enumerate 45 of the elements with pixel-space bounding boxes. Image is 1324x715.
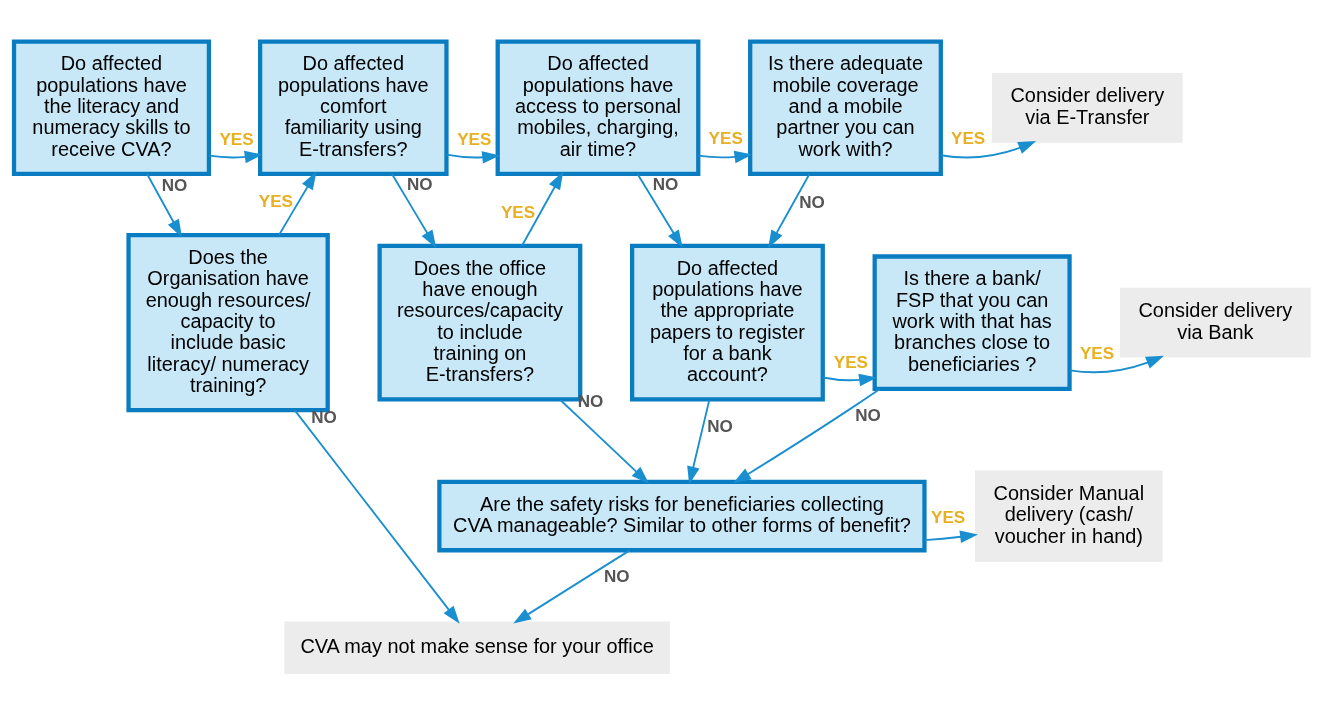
edge-label: NO bbox=[855, 406, 881, 426]
arrow bbox=[293, 409, 460, 624]
arrow bbox=[445, 151, 501, 164]
node-box: Are the safety risks for beneficiaries collecting CVA manageable? Similar to other forms of benefit? bbox=[437, 479, 927, 553]
edge-label: NO bbox=[604, 567, 630, 587]
edge-label: NO bbox=[161, 175, 188, 195]
edge-label: YES bbox=[500, 202, 536, 222]
arrow bbox=[391, 173, 437, 249]
arrow bbox=[940, 141, 1037, 159]
arrow bbox=[208, 150, 263, 164]
arrow bbox=[278, 171, 317, 236]
node-box: Is there adequate mobile coverage and a mobile partner you can work with? bbox=[748, 39, 943, 177]
node-box: CVA may not make sense for your office bbox=[284, 621, 670, 674]
node-box: Do affected populations have access to personal mobiles, charging, air time? bbox=[495, 39, 701, 177]
edge-label: YES bbox=[258, 191, 293, 211]
arrow bbox=[733, 388, 881, 484]
edge-label: YES bbox=[931, 508, 966, 528]
arrow bbox=[768, 173, 811, 249]
node-box: Do affected populations have comfort familiarity using E-transfers? bbox=[258, 39, 449, 177]
edge-label: YES bbox=[219, 129, 254, 149]
node-box: Do affected populations have the literacy and numeracy skills to receive CVA? bbox=[11, 39, 212, 177]
edge-label: YES bbox=[457, 129, 492, 149]
arrow bbox=[822, 373, 878, 387]
edge-label: YES bbox=[951, 129, 986, 149]
node-box: Consider delivery via E-Transfer bbox=[992, 73, 1183, 143]
edge-label: YES bbox=[1079, 343, 1115, 363]
arrow bbox=[513, 549, 631, 624]
arrow bbox=[697, 150, 753, 164]
arrow bbox=[521, 171, 564, 247]
edge-label: NO bbox=[707, 417, 733, 437]
edge-label: NO bbox=[799, 193, 825, 213]
node-box: Consider delivery via Bank bbox=[1120, 287, 1311, 358]
arrow bbox=[559, 399, 650, 484]
arrow bbox=[923, 530, 979, 544]
node-box: Is there a bank/ FSP that you can work with that has branches close to beneficiaries ? bbox=[872, 254, 1072, 391]
edge-label: NO bbox=[652, 174, 679, 194]
arrow bbox=[636, 173, 683, 249]
node-box: Do affected populations have the appropriate papers to register for a bank account? bbox=[630, 243, 825, 402]
node-box: Consider Manual delivery (cash/ voucher in hand) bbox=[974, 470, 1163, 562]
edge-label: NO bbox=[407, 174, 433, 194]
arrow bbox=[146, 173, 182, 238]
edge-label: YES bbox=[708, 129, 743, 149]
arrow bbox=[687, 399, 711, 485]
arrow bbox=[1069, 355, 1164, 374]
edge-label: YES bbox=[833, 352, 868, 372]
